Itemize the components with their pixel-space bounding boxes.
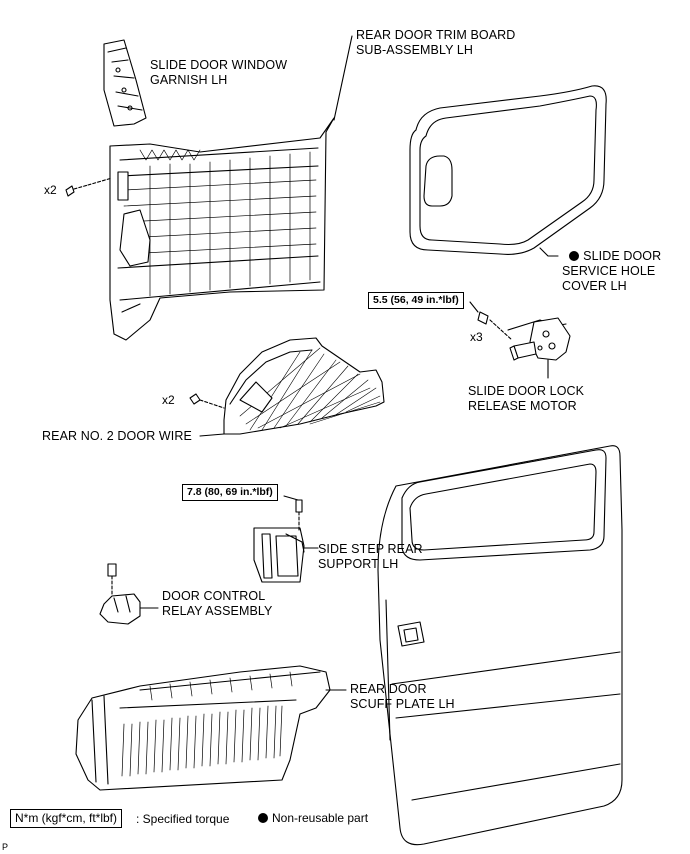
label-slide-door-lock-release-motor: SLIDE DOOR LOCK RELEASE MOTOR [468, 384, 585, 413]
multiplier-lock-motor: x3 [470, 330, 483, 344]
service-hole-cover-text: SLIDE DOOR SERVICE HOLE COVER LH [562, 249, 662, 293]
label-slide-door-service-hole-cover: SLIDE DOOR SERVICE HOLE COVER LH [562, 234, 661, 294]
legend-torque-unit: N*m (kgf*cm, ft*lbf) [10, 809, 123, 828]
label-door-control-relay-assembly: DOOR CONTROL RELAY ASSEMBLY [162, 589, 273, 618]
torque-side-step: 7.8 (80, 69 in.*lbf) [182, 484, 278, 501]
label-rear-door-scuff-plate: REAR DOOR SCUFF PLATE LH [350, 682, 455, 711]
slide-door-lock-release-motor-part [507, 317, 571, 379]
label-rear-door-trim-board: REAR DOOR TRIM BOARD SUB-ASSEMBLY LH [356, 28, 516, 57]
multiplier-trim-board: x2 [44, 183, 57, 197]
figure-mark: P [2, 842, 9, 852]
door-control-relay-assembly-part [99, 563, 159, 625]
legend-nonreusable: Non-reusable part [258, 811, 368, 826]
side-step-rear-support-part [253, 527, 319, 583]
nonreusable-dot-icon [569, 251, 580, 261]
slide-door-service-hole-cover-part [409, 85, 607, 257]
trim-board-screw [65, 177, 113, 197]
torque-lock-motor: 5.5 (56, 49 in.*lbf) [368, 292, 464, 309]
label-rear-no2-door-wire: REAR NO. 2 DOOR WIRE [42, 429, 192, 443]
multiplier-door-wire: x2 [162, 393, 175, 407]
label-slide-door-window-garnish: SLIDE DOOR WINDOW GARNISH LH [150, 58, 288, 87]
legend-dot-icon [258, 813, 268, 823]
side-step-screw [283, 495, 303, 531]
rear-door-scuff-plate-part [75, 665, 347, 791]
slide-door-vehicle-part [377, 445, 623, 846]
label-side-step-rear-support: SIDE STEP REAR SUPPORT LH [318, 542, 423, 571]
lock-motor-screw [469, 301, 513, 341]
rear-no2-door-wire-part [223, 337, 385, 435]
legend-torque-desc: : Specified torque [136, 812, 230, 826]
slide-door-window-garnish-part [103, 39, 147, 127]
door-wire-screw [189, 393, 225, 437]
legend-nonreusable-text: Non-reusable part [272, 811, 369, 825]
rear-door-trim-board-part [109, 117, 335, 341]
